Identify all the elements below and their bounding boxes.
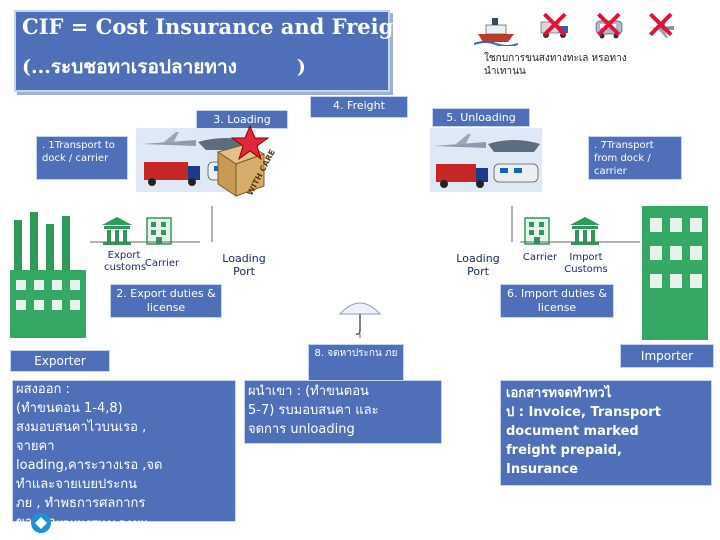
carrier-office-icon <box>146 217 172 245</box>
exporter-line: (ทำขนตอน 1-4,8) <box>16 401 123 416</box>
x-mark-icon: ✕ <box>538 3 572 49</box>
documents-line: Insurance <box>506 462 579 477</box>
plane-icon <box>648 18 674 38</box>
transport-collage-right <box>430 128 542 192</box>
truck-icon <box>540 21 568 38</box>
bank-logo-icon <box>31 513 51 533</box>
factory-left-icon <box>10 212 86 338</box>
mode-note: ใชกบการขนสงทางทะเล หรอทางนำเทานน <box>484 53 627 77</box>
carrier-office-icon <box>524 217 550 245</box>
step-import-duties: 6. Import duties & license <box>500 284 614 318</box>
exporter-duties-text: ผสงออก : (ทำขนตอน 1-4,8) สงมอบสนคาไวบนเร… <box>16 380 246 532</box>
step-loading: 3. Loading <box>196 110 288 129</box>
documents-text: เอกสารทจดทำทวไ ป : Invoice, Transport do… <box>506 384 710 479</box>
customs-building-icon <box>570 217 600 245</box>
carrier-right-label: Carrier <box>522 252 558 263</box>
documents-line: document marked <box>506 424 639 439</box>
documents-line: ป : Invoice, Transport <box>506 405 661 420</box>
step-freight: 4. Freight <box>310 96 408 118</box>
import-customs-label: Import Customs <box>564 252 608 275</box>
step-unloading: 5. Unloading <box>432 108 530 127</box>
exporter-label: Exporter <box>10 350 110 372</box>
importer-line: จดการ unloading <box>248 422 355 437</box>
exporter-line: loading,คาระวางเรอ ,จด <box>16 458 163 473</box>
step-transport-to-dock: . 1Transport to dock / carrier <box>36 136 128 180</box>
ship-icon <box>474 18 518 46</box>
subtitle-start: (...ระบชอทาเรอปลายทาง <box>22 56 237 78</box>
star-icon <box>230 124 270 161</box>
exporter-line: ผสงออก : <box>16 382 70 397</box>
documents-box <box>500 380 712 486</box>
importer-duties-box <box>244 380 442 444</box>
subtitle-end: ) <box>296 56 306 78</box>
slide-title: CIF = Cost Insurance and Freight <box>22 14 419 39</box>
loading-port-right-label: Loading Port <box>456 252 500 278</box>
carrier-left-label: Carrier <box>144 258 180 269</box>
importer-duties-text: ผนำเขา : (ทำขนตอน 5-7) รบมอบสนคา และ จดก… <box>248 382 448 439</box>
step-transport-from-dock: . 7Transport from dock / carrier <box>588 136 682 180</box>
exporter-line: จายคา <box>16 439 55 454</box>
slide-subtitle: (...ระบชอทาเรอปลายทาง) <box>22 52 306 82</box>
importer-line: 5-7) รบมอบสนคา และ <box>248 403 379 418</box>
exporter-line: ภย , ทำพธการศลกากร <box>16 496 146 511</box>
documents-line: เอกสารทจดทำทวไ <box>506 386 612 401</box>
export-customs-label: Export customs <box>104 250 147 273</box>
x-mark-icon: ✕ <box>592 3 626 49</box>
exporter-duties-box <box>12 380 236 522</box>
loading-port-left-label: Loading Port <box>222 252 266 278</box>
customs-building-icon <box>102 217 132 245</box>
train-icon <box>595 20 623 39</box>
exporter-line: ทำและจายเบยประกน <box>16 477 138 492</box>
importer-label: Importer <box>620 344 714 368</box>
importer-line: ผนำเขา : (ทำขนตอน <box>248 384 369 399</box>
umbrella-icon <box>338 302 382 335</box>
documents-line: freight prepaid, <box>506 443 622 458</box>
bank-logo-text: KRUNGTHAI BANK <box>56 520 148 530</box>
x-mark-icon: ✕ <box>644 3 678 49</box>
exporter-line: สงมอบสนคาไวบนเรอ , <box>16 420 147 435</box>
step-export-duties: 2. Export duties & license <box>110 284 222 318</box>
factory-right-icon <box>642 206 708 340</box>
title-box <box>14 10 390 92</box>
